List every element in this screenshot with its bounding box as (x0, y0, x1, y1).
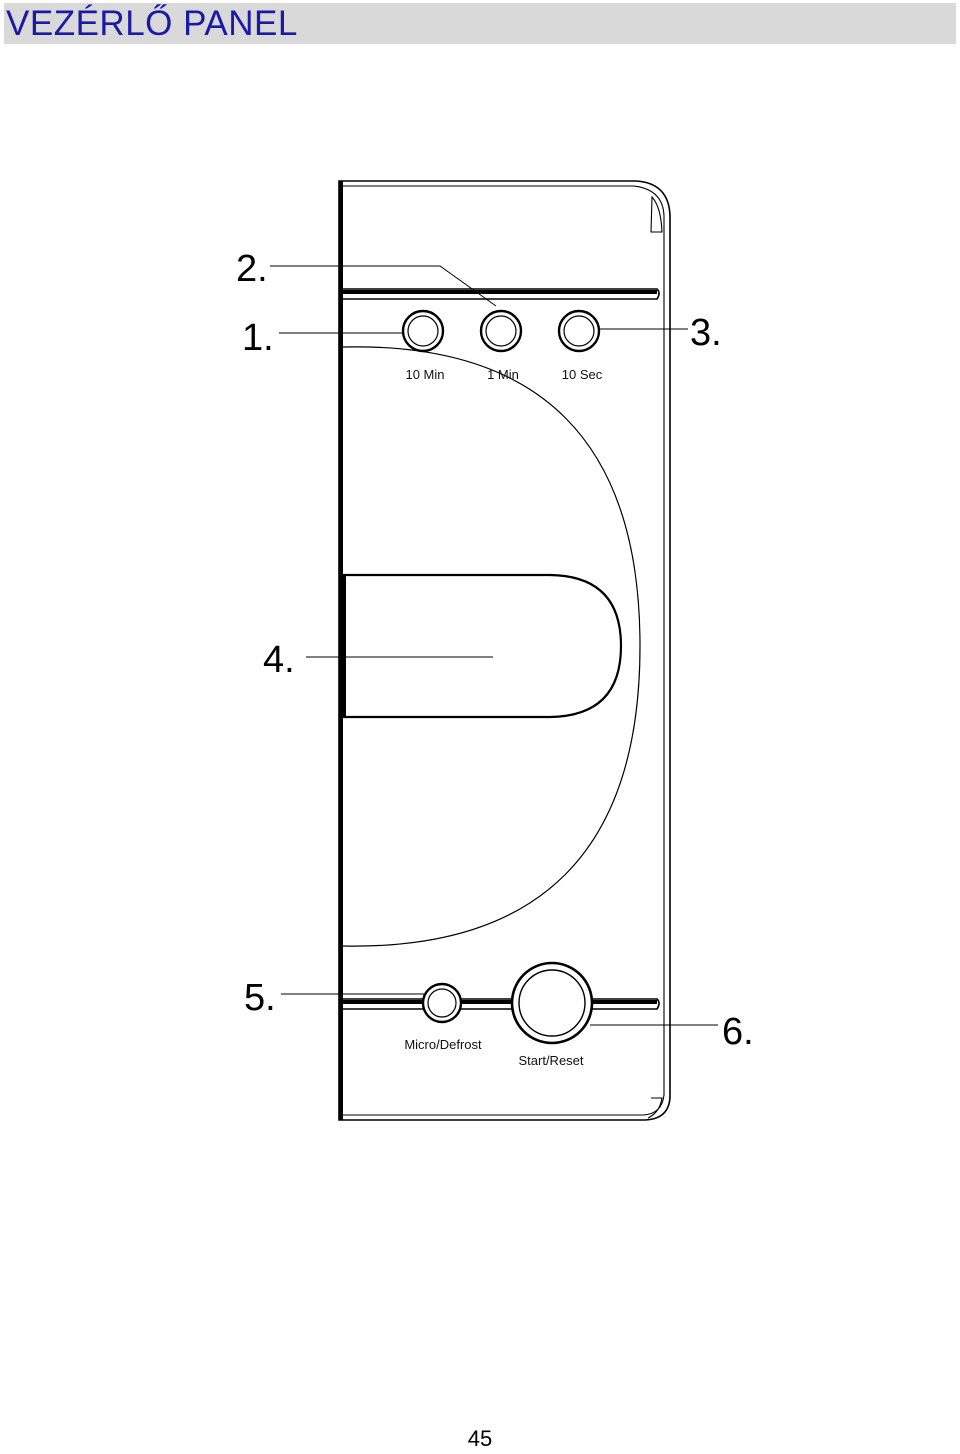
callout-2: 2. (236, 248, 268, 290)
panel-outline (338, 180, 671, 1121)
micro-defrost-button[interactable] (421, 982, 463, 1024)
start-reset-label: Start/Reset (518, 1053, 583, 1068)
timer-knob[interactable] (339, 573, 623, 719)
ten-sec-button[interactable] (557, 309, 601, 353)
top-groove (343, 288, 660, 300)
ten-min-label: 10 Min (405, 367, 444, 382)
callout-6: 6. (722, 1011, 754, 1053)
ten-min-button[interactable] (401, 309, 445, 353)
ten-sec-label: 10 Sec (562, 367, 603, 382)
page-number: 45 (467, 1426, 493, 1451)
start-reset-button[interactable] (510, 961, 594, 1045)
leader-lines (270, 265, 718, 1026)
callout-4: 4. (263, 639, 295, 681)
micro-defrost-label: Micro/Defrost (404, 1037, 482, 1052)
bottom-groove (343, 998, 660, 1010)
one-min-label: 1 Min (487, 367, 519, 382)
header-bar: VEZÉRLŐ PANEL (4, 3, 956, 44)
one-min-button[interactable] (479, 309, 523, 353)
callout-5: 5. (244, 977, 276, 1019)
callout-3: 3. (690, 312, 722, 354)
dial-arc (342, 346, 641, 947)
page-title: VEZÉRLŐ PANEL (6, 4, 298, 43)
callout-1: 1. (242, 317, 274, 359)
